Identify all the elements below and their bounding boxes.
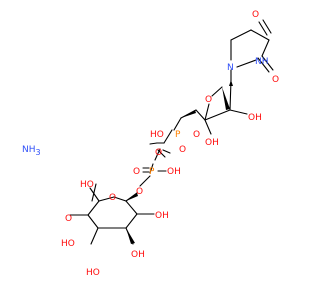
sugar-oh-b-label: OH [155, 211, 169, 221]
p1-o-double-label: O [179, 145, 186, 155]
counter-ion-subscript: 3 [36, 148, 41, 157]
acid-ho-label: HO [80, 180, 94, 190]
p2-oh-label: OH [167, 167, 181, 177]
anomeric-o-label: O [136, 187, 143, 197]
p1-ho-label: HO [150, 130, 164, 140]
pyrimidine-o-top-label: O [252, 10, 259, 20]
furanose-oh-2prime-label: OH [248, 113, 262, 123]
p2-atom-label: P [149, 167, 155, 177]
molecule-structure-diagram: O NH O N O OH OH O HO P O O O P OH O HO … [22, 10, 280, 278]
sugar-oh-d-label: OH [131, 250, 145, 260]
pyrimidine-o-right-label: O [272, 75, 279, 85]
p1-atom-label: P [175, 130, 181, 140]
bridge-o-label: O [155, 148, 162, 158]
sugar-ring-o-label: O [109, 193, 116, 203]
atom-labels: O NH O N O OH OH O HO P O O O P OH O HO … [61, 10, 279, 278]
acid-o-label: O [65, 214, 72, 224]
stereo-bonds [126, 80, 233, 244]
sugar-oh-c-label: HO [86, 268, 100, 278]
counter-ion-label: NH3 [22, 145, 41, 157]
sugar-oh-a-label: HO [61, 239, 75, 249]
furanose-oh-3prime-label: OH [205, 138, 219, 148]
counter-ion-main: NH [22, 145, 36, 155]
p2-o-double-label: O [133, 167, 140, 177]
pyrimidine-n-ring-label: N [227, 63, 234, 73]
furanose-o-label: O [205, 95, 212, 105]
pyrimidine-n-h-label: NH [255, 57, 269, 67]
linker-o-label: O [193, 130, 200, 140]
